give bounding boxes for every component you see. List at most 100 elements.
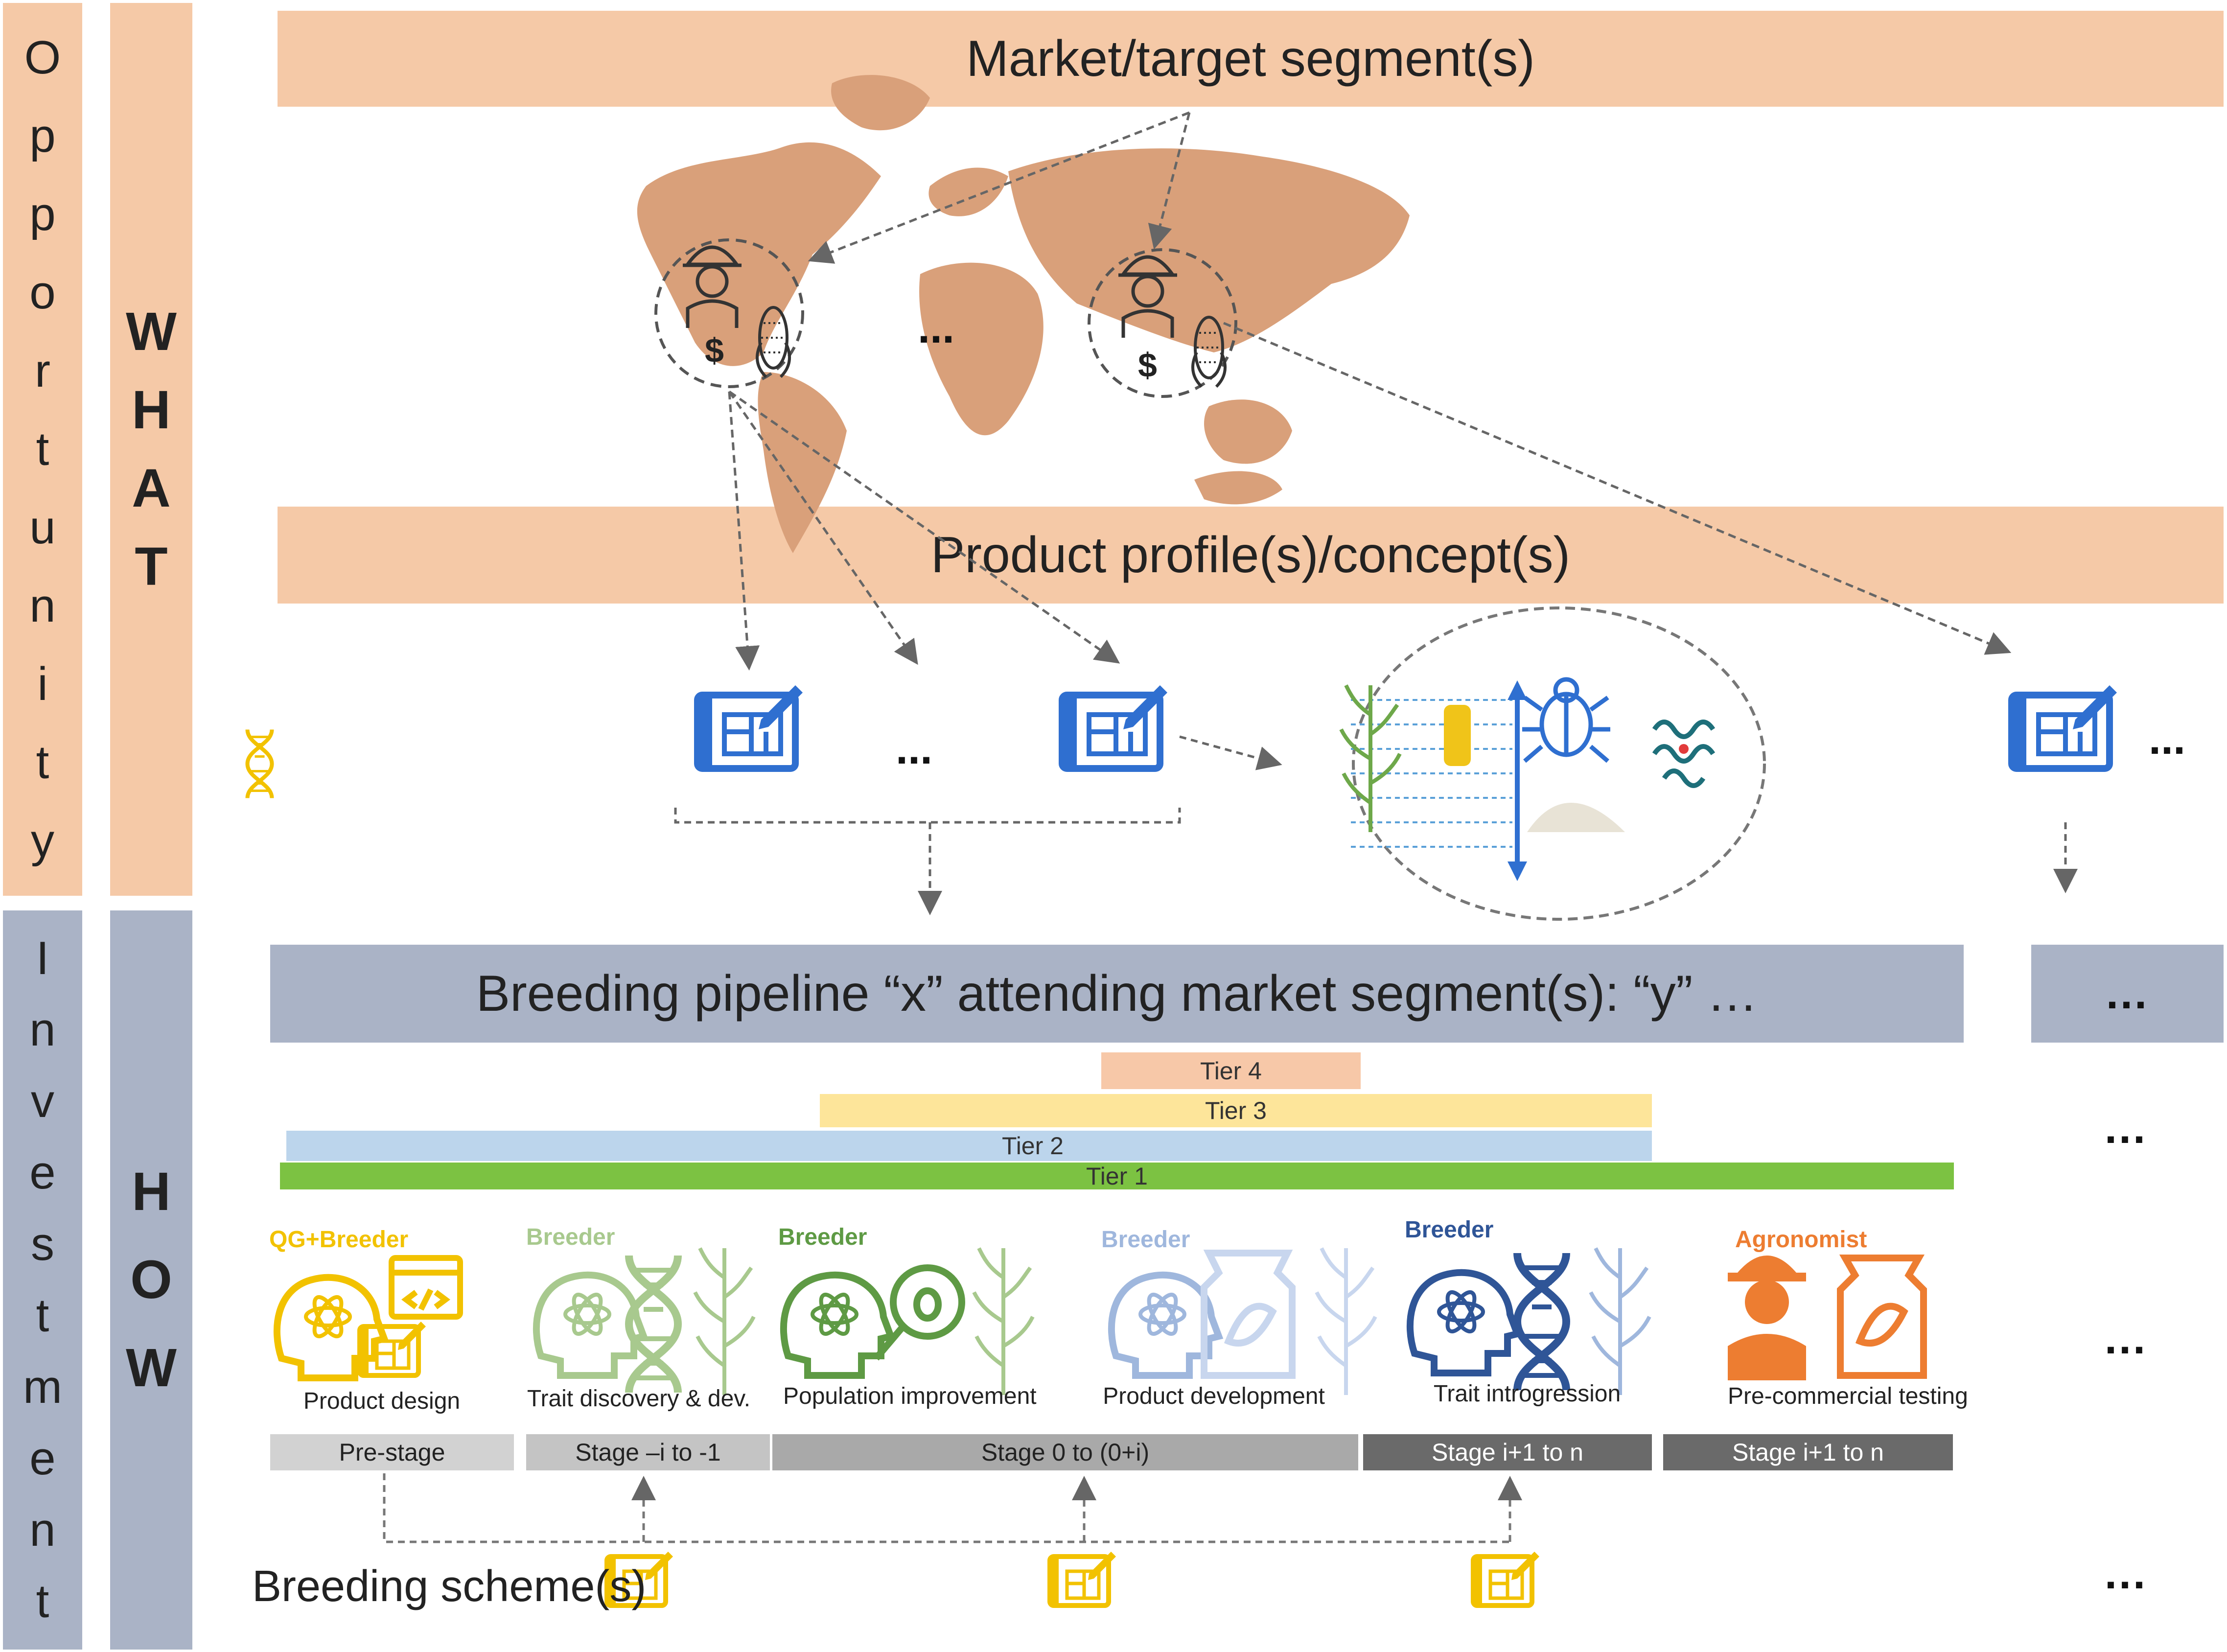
stage-bar-pre-stage: Pre-stage bbox=[270, 1434, 514, 1470]
breeding-scheme-icon bbox=[1050, 1552, 1116, 1605]
region-circle-asia bbox=[1088, 248, 1237, 398]
tier-2-bar: Tier 2 bbox=[286, 1131, 1652, 1161]
tier-2-label: Tier 2 bbox=[1002, 1132, 1064, 1160]
market-arrows bbox=[728, 111, 2012, 671]
code-window-icon bbox=[389, 1255, 463, 1320]
farmer-icon bbox=[1728, 1256, 1806, 1380]
investment-letter: n bbox=[29, 1003, 56, 1056]
opportunity-letter: r bbox=[35, 345, 50, 397]
stage-bar-label: Pre-stage bbox=[339, 1439, 445, 1466]
maize-plant-icon bbox=[695, 1248, 754, 1395]
stage-2-role: Breeder bbox=[526, 1224, 615, 1250]
scheme-ellipsis: ... bbox=[2105, 1549, 2148, 1598]
product-profile-label: Product profile(s)/concept(s) bbox=[930, 526, 1571, 583]
product-profile-band: Product profile(s)/concept(s) bbox=[278, 507, 2224, 604]
map-ellipsis: ... bbox=[918, 303, 954, 352]
protein-structure-icon bbox=[1652, 720, 1716, 788]
stage-6-role: Agronomist bbox=[1735, 1227, 1867, 1253]
stage-3-name: Population improvement bbox=[783, 1383, 1037, 1409]
stage-bar-label: Stage i+1 to n bbox=[1432, 1439, 1583, 1466]
blueprint-icon bbox=[1062, 685, 1167, 768]
magnifier-bug-icon bbox=[873, 1264, 965, 1361]
grain-icon bbox=[1527, 803, 1625, 832]
blueprint-icon bbox=[360, 1322, 426, 1375]
opportunity-letter: n bbox=[29, 580, 56, 632]
stage-bar-label: Stage 0 to (0+i) bbox=[981, 1439, 1150, 1466]
profile-ellipsis: ... bbox=[896, 724, 932, 773]
maize-plant-icon bbox=[1317, 1248, 1375, 1395]
opportunity-letter: p bbox=[29, 110, 56, 162]
profile-ellipsis-right: ... bbox=[2149, 715, 2185, 764]
stage-3-role: Breeder bbox=[778, 1224, 867, 1250]
tier-4-bar: Tier 4 bbox=[1101, 1052, 1361, 1089]
opportunity-letter: t bbox=[36, 736, 49, 789]
investment-letter: n bbox=[29, 1504, 56, 1556]
scheme-arrows bbox=[631, 1476, 1522, 1542]
opportunity-letter: o bbox=[29, 266, 56, 319]
how-letter: H bbox=[132, 1162, 171, 1222]
pipeline-ellipsis: ... bbox=[2106, 969, 2149, 1018]
investment-letter: s bbox=[31, 1218, 54, 1270]
investment-letter: t bbox=[36, 1289, 49, 1342]
profile-bracket bbox=[674, 808, 1181, 824]
investment-letter: e bbox=[29, 1146, 56, 1199]
additional-pipelines-band: ... bbox=[2031, 945, 2224, 1043]
breeding-pipeline-band: Breeding pipeline “x” attending market s… bbox=[270, 945, 1964, 1043]
product-profile-detail bbox=[1352, 606, 1766, 921]
dna-icon bbox=[248, 730, 272, 798]
stage-bar-stage-i-plus-1: Stage i+1 to n bbox=[1363, 1434, 1652, 1470]
breeding-pipeline-label: Breeding pipeline “x” attending market s… bbox=[476, 965, 1758, 1022]
what-letter: W bbox=[126, 302, 177, 362]
tier-1-label: Tier 1 bbox=[1086, 1162, 1148, 1190]
tier-1-bar: Tier 1 bbox=[280, 1162, 1954, 1190]
investment-letter: m bbox=[23, 1361, 62, 1413]
how-letter: O bbox=[130, 1250, 172, 1310]
stage-bar-stage-i-plus-1-testing: Stage i+1 to n bbox=[1663, 1434, 1953, 1470]
region-circle-americas bbox=[654, 238, 804, 388]
opportunity-letter: i bbox=[37, 658, 48, 710]
dna-icon bbox=[1517, 1253, 1566, 1390]
stage-4-role: Breeder bbox=[1101, 1227, 1190, 1253]
market-segment-label: Market/target segment(s) bbox=[966, 30, 1535, 87]
maize-plant-icon bbox=[974, 1248, 1033, 1395]
opportunity-letter: p bbox=[29, 188, 56, 240]
blueprint-icon bbox=[2012, 685, 2117, 768]
market-segment-band: Market/target segment(s) bbox=[278, 11, 2224, 107]
tier-3-bar: Tier 3 bbox=[820, 1094, 1652, 1127]
stage-bar-stage-minus-i: Stage –i to -1 bbox=[526, 1434, 770, 1470]
what-letter: T bbox=[135, 536, 168, 597]
currency-label: $ bbox=[1138, 346, 1157, 384]
investment-letter: I bbox=[36, 932, 49, 984]
currency-label: $ bbox=[705, 331, 724, 370]
stage-6-name: Pre-commercial testing bbox=[1728, 1383, 1968, 1409]
stage-1-name: Product design bbox=[303, 1388, 461, 1414]
measurement-lines bbox=[1351, 699, 1512, 848]
stage-bar-label: Stage –i to -1 bbox=[575, 1439, 721, 1466]
brain-atom-icon bbox=[1410, 1273, 1517, 1373]
maize-ear-icon bbox=[1444, 705, 1471, 766]
maize-plant-icon bbox=[1341, 685, 1400, 832]
world-map bbox=[637, 75, 1410, 553]
investment-letter: t bbox=[36, 1575, 49, 1628]
stage-5-name: Trait introgression bbox=[1433, 1381, 1621, 1407]
opportunity-letter: u bbox=[29, 501, 56, 554]
how-letter: W bbox=[126, 1338, 177, 1398]
opportunity-letter: O bbox=[24, 31, 61, 84]
breeding-scheme-icon bbox=[1473, 1552, 1539, 1605]
stage-5-role: Breeder bbox=[1405, 1217, 1494, 1243]
brain-atom-icon bbox=[784, 1275, 891, 1375]
stage-4-name: Product development bbox=[1103, 1383, 1325, 1409]
opportunity-letter: y bbox=[31, 814, 54, 867]
stage-2-name: Trait discovery & dev. bbox=[527, 1386, 751, 1412]
profile-detail-arrow bbox=[1179, 735, 1282, 770]
maize-plant-icon bbox=[1591, 1248, 1649, 1395]
scheme-connector bbox=[383, 1473, 1512, 1543]
opportunity-letter: t bbox=[36, 423, 49, 475]
investment-letter: v bbox=[31, 1075, 54, 1127]
stage-1-role: QG+Breeder bbox=[269, 1227, 409, 1253]
